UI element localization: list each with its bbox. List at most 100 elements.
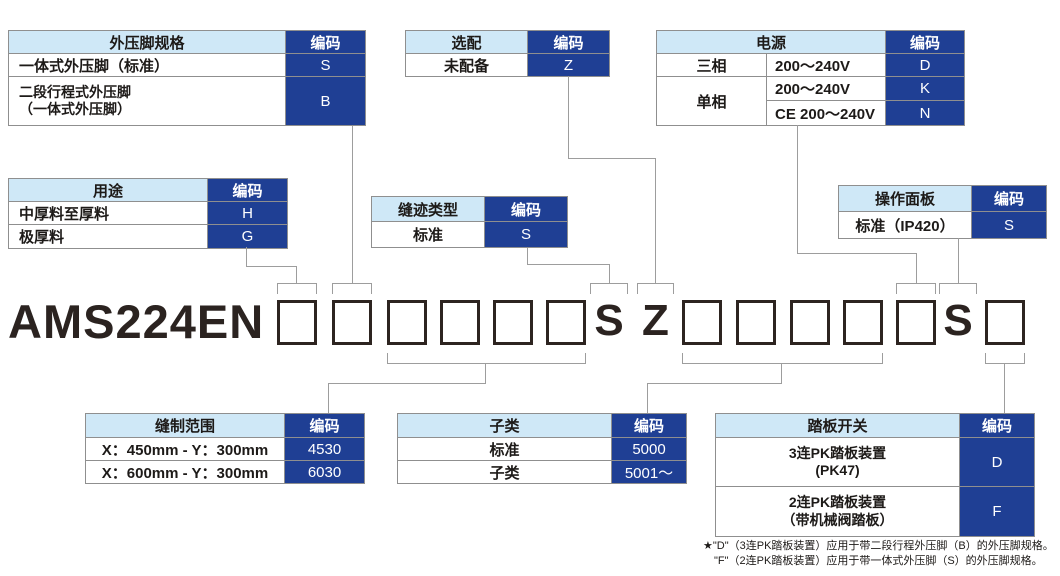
code-header: 编码 [208,179,287,202]
connector-line [527,248,528,264]
connector-line [1004,364,1005,413]
pedal-title: 踏板开关 [716,414,960,438]
code-header: 编码 [528,31,609,54]
connector-line [958,238,959,283]
connector-line [797,125,798,253]
code-box [277,300,317,345]
power-voltage: 200～240V [767,54,886,77]
connector-line [246,247,247,266]
pedal-table: 踏板开关 编码 3连PK踏板装置 (PK47) D 2连PK踏板装置 （带机械阀… [715,413,1035,537]
presser-spec-row-label: 一体式外压脚（标准） [9,54,286,77]
sewing-area-row-code: 4530 [285,438,364,461]
connector-bracket [939,283,977,294]
connector-line [328,383,329,413]
connector-bracket [387,353,586,364]
code-box [493,300,533,345]
application-title: 用途 [9,179,208,202]
code-box [332,300,372,345]
code-box [736,300,776,345]
connector-line [328,383,486,384]
pedal-row-code: D [960,438,1034,487]
connector-line [568,158,656,159]
model-prefix: AMS224EN [8,295,265,348]
code-box [387,300,427,345]
pedal-row-label: 3连PK踏板装置 (PK47) [716,438,960,487]
connector-bracket [332,283,372,294]
option-row-code: Z [528,54,609,76]
model-fixed-code-panel: S [943,296,973,345]
connector-line [647,383,782,384]
code-header: 编码 [612,414,686,438]
connector-line [296,266,297,283]
code-box [843,300,883,345]
presser-spec-row-label: 二段行程式外压脚 （一体式外压脚） [9,77,286,125]
stitch-type-row-code: S [485,222,567,247]
power-voltage: 200～240V [767,77,886,101]
presser-spec-row-code: B [286,77,365,125]
subclass-row-label: 标准 [398,438,612,461]
option-table: 选配 编码 未配备 Z [405,30,610,77]
power-code: D [886,54,964,77]
footnote-line: "F"（2连PK踏板装置）应用于带一体式外压脚（S）的外压脚规格。 [714,555,1043,567]
application-row-label: 极厚料 [9,225,208,248]
presser-spec-title: 外压脚规格 [9,31,286,54]
connector-line [916,253,917,283]
stitch-type-title: 缝迹类型 [372,197,485,222]
model-fixed-code-stitch: S [594,296,624,345]
power-table: 电源 编码 三相 200～240V D 单相 200～240V K CE 200… [656,30,965,126]
footnote-line: ★"D"（3连PK踏板装置）应用于带二段行程外压脚（B）的外压脚规格。 [703,540,1054,552]
connector-bracket [896,283,936,294]
panel-title: 操作面板 [839,186,972,212]
subclass-row-code: 5001～ [612,461,686,483]
connector-line [485,364,486,383]
connector-bracket [682,353,883,364]
footnote: ★"D"（3连PK踏板装置）应用于带二段行程外压脚（B）的外压脚规格。 "F"（… [703,539,1059,569]
connector-bracket [985,353,1025,364]
code-box [896,300,936,345]
power-code: N [886,101,964,125]
power-phase: 单相 [657,77,767,125]
code-header: 编码 [285,414,364,438]
code-box [985,300,1025,345]
connector-line [609,264,610,283]
model-fixed-code-option: Z [642,296,669,345]
connector-line [655,158,656,283]
application-row-label: 中厚料至厚料 [9,202,208,225]
code-header: 编码 [485,197,567,222]
option-title: 选配 [406,31,528,54]
sewing-area-row-label: X：600mm - Y：300mm [86,461,285,483]
power-voltage: CE 200～240V [767,101,886,125]
connector-line [781,364,782,383]
connector-line [246,266,297,267]
application-row-code: G [208,225,287,248]
pedal-row-code: F [960,487,1034,536]
code-box [440,300,480,345]
presser-spec-table: 外压脚规格 编码 一体式外压脚（标准） S 二段行程式外压脚 （一体式外压脚） … [8,30,366,126]
panel-row-label: 标准（IP420） [839,212,972,238]
sewing-area-row-code: 6030 [285,461,364,483]
code-box [546,300,586,345]
sewing-area-table: 缝制范围 编码 X：450mm - Y：300mm 4530 X：600mm -… [85,413,365,484]
option-row-label: 未配备 [406,54,528,76]
stitch-type-table: 缝迹类型 编码 标准 S [371,196,568,248]
panel-row-code: S [972,212,1046,238]
stitch-type-row-label: 标准 [372,222,485,247]
application-row-code: H [208,202,287,225]
connector-bracket [590,283,628,294]
sewing-area-title: 缝制范围 [86,414,285,438]
connector-line [797,253,917,254]
application-table: 用途 编码 中厚料至厚料 H 极厚料 G [8,178,288,249]
subclass-row-label: 子类 [398,461,612,483]
code-header: 编码 [960,414,1034,438]
code-header: 编码 [972,186,1046,212]
connector-line [647,383,648,413]
connector-bracket [277,283,317,294]
connector-line [568,76,569,158]
code-box [790,300,830,345]
code-header: 编码 [886,31,964,54]
subclass-row-code: 5000 [612,438,686,461]
power-code: K [886,77,964,101]
subclass-title: 子类 [398,414,612,438]
presser-spec-row-code: S [286,54,365,77]
subclass-table: 子类 编码 标准 5000 子类 5001～ [397,413,687,484]
